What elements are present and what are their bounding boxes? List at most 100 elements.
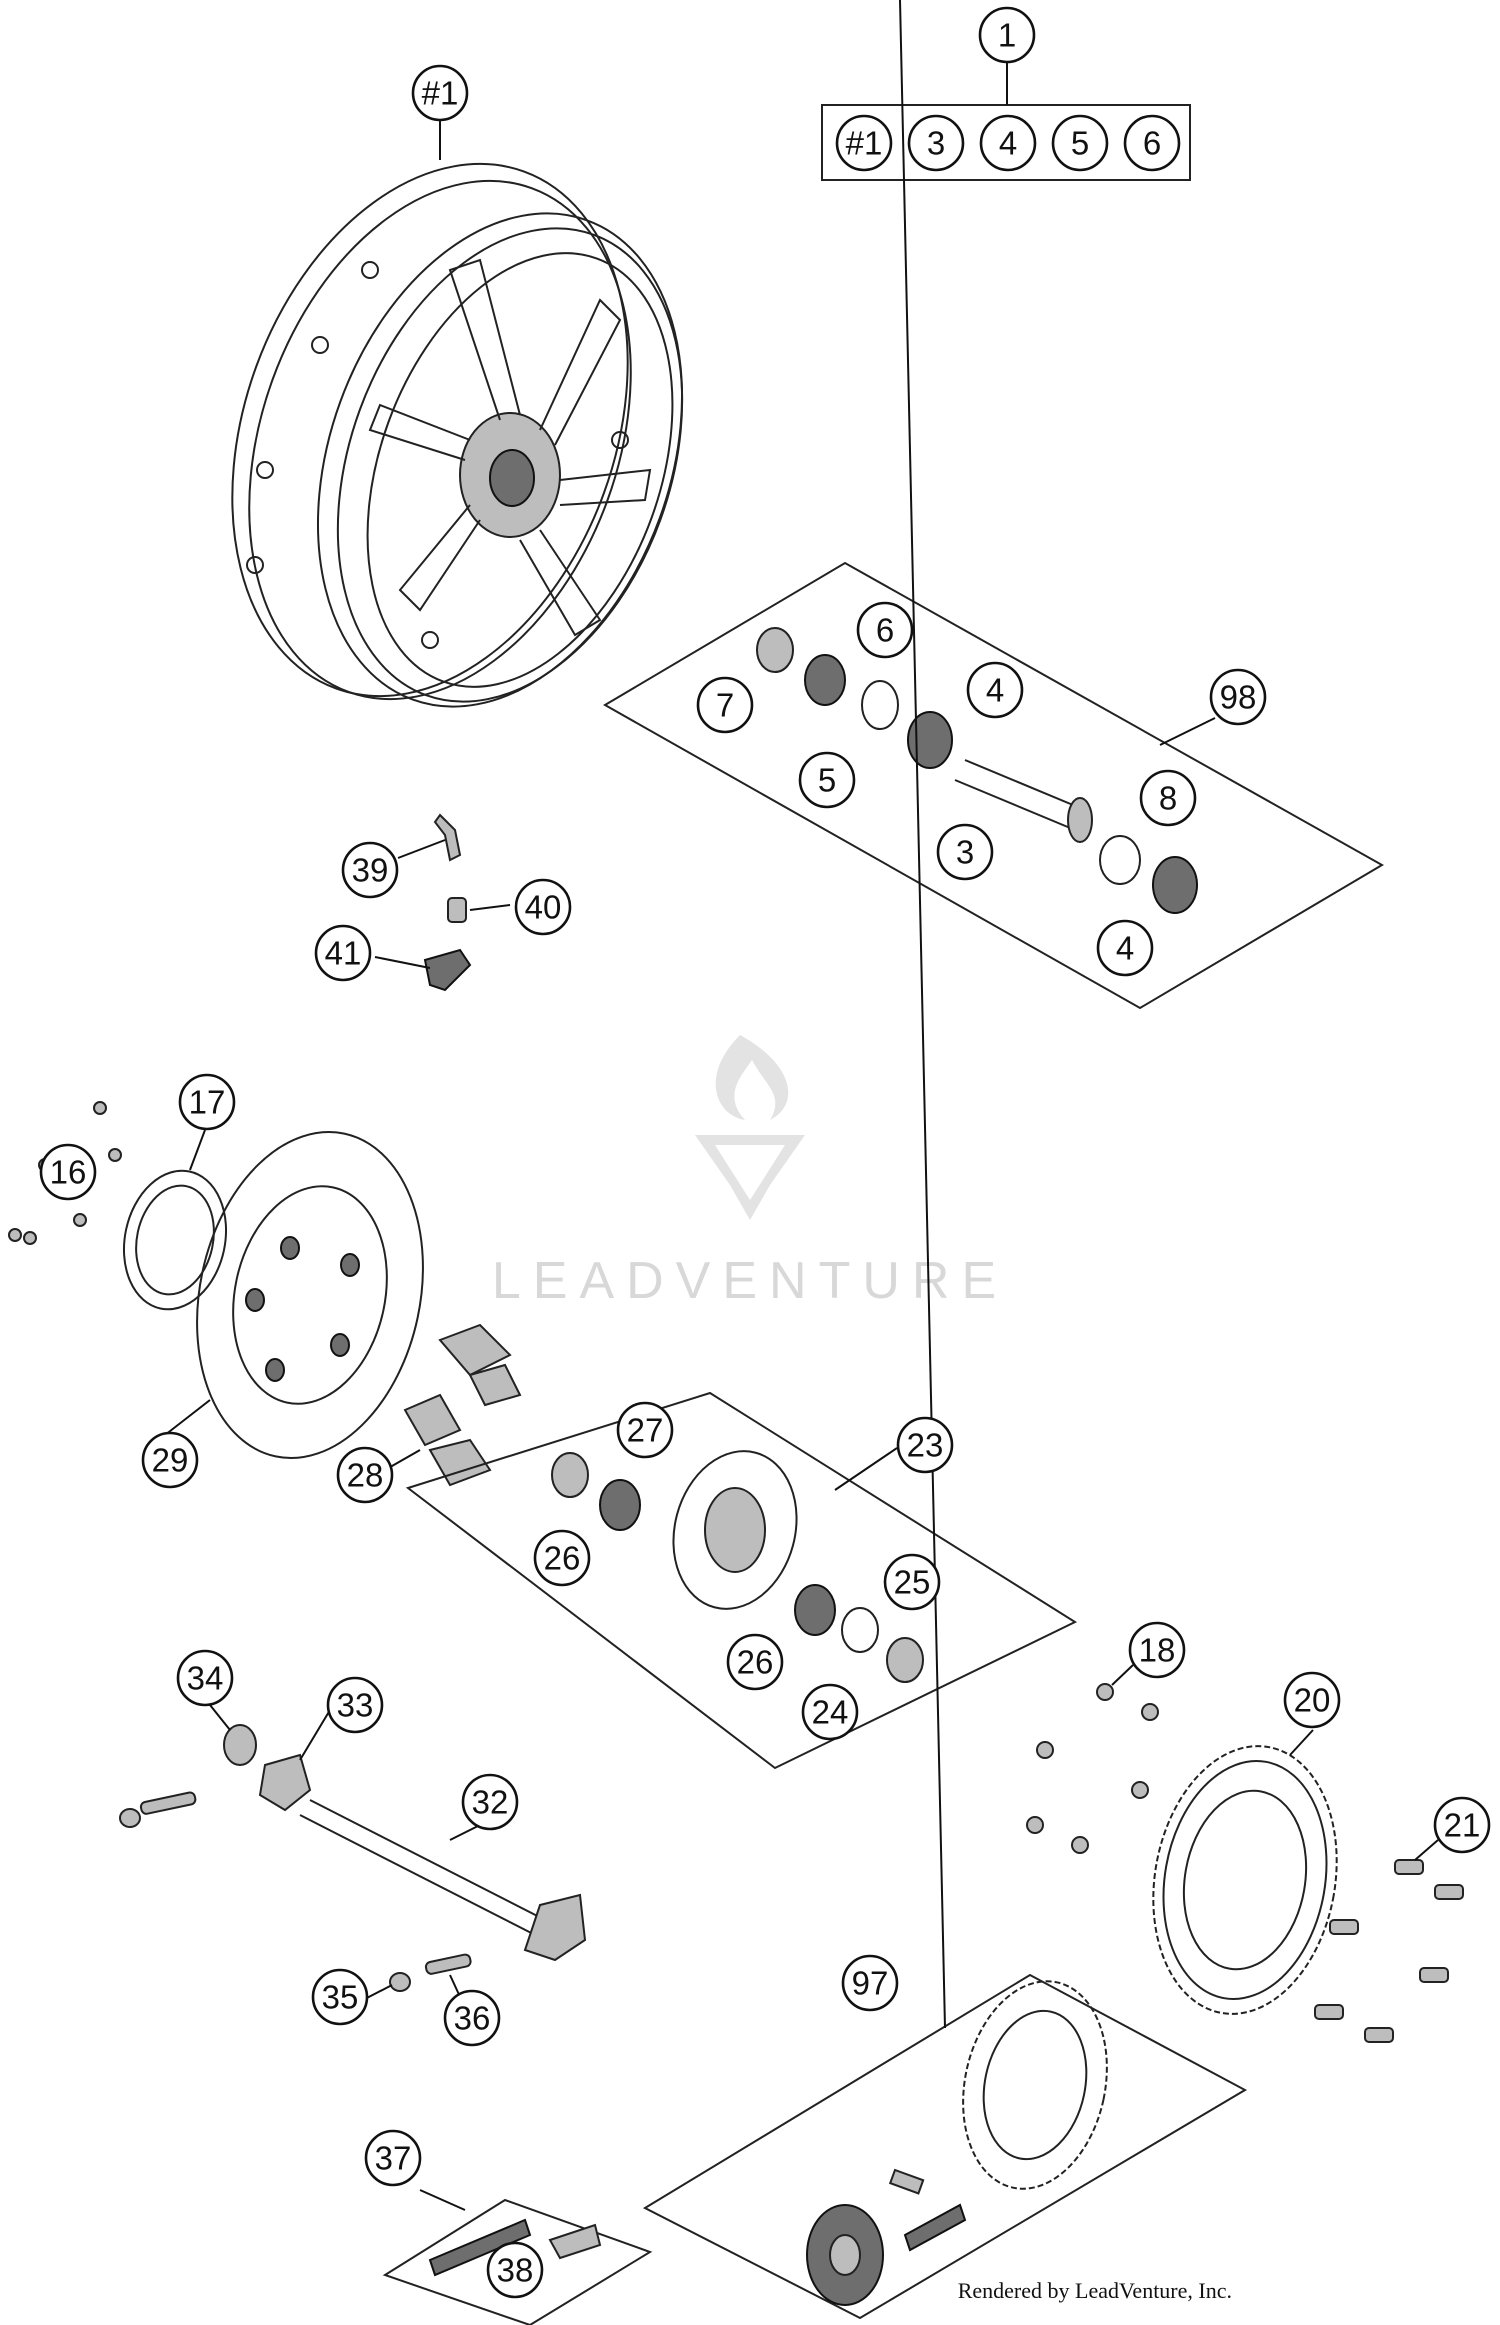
- callout-33-label: 33: [337, 1687, 374, 1724]
- callout-4b-label: 4: [1116, 930, 1134, 967]
- kit-frame-97: [642, 1973, 1248, 2320]
- callout-24-label: 24: [812, 1694, 849, 1731]
- callout-17-label: 17: [189, 1084, 226, 1121]
- callout-17[interactable]: 17: [178, 1073, 236, 1131]
- callout-25[interactable]: 25: [883, 1553, 941, 1611]
- callout-36[interactable]: 36: [443, 1989, 501, 2047]
- callout-38[interactable]: 38: [486, 2241, 544, 2299]
- callout-26a-label: 26: [544, 1540, 581, 1577]
- callout-20-label: 20: [1294, 1682, 1331, 1719]
- callout-26b-label: 26: [737, 1644, 774, 1681]
- callout-97[interactable]: 97: [841, 1954, 899, 2012]
- kit-callout-h1-label: #1: [846, 125, 883, 162]
- callout-8-label: 8: [1159, 780, 1177, 817]
- sprocket-bolts[interactable]: [1314, 1859, 1464, 2043]
- chain-kit-parts[interactable]: [806, 1968, 1125, 2306]
- callout-23[interactable]: 23: [896, 1416, 954, 1474]
- wheel-axle[interactable]: [299, 1799, 587, 1962]
- callout-7[interactable]: 7: [696, 676, 754, 734]
- callout-29[interactable]: 29: [141, 1431, 199, 1489]
- callout-18-label: 18: [1139, 1632, 1176, 1669]
- callout-6-label: 6: [876, 612, 894, 649]
- chain-link-parts[interactable]: [428, 2218, 602, 2277]
- callout-4b[interactable]: 4: [1096, 919, 1154, 977]
- callout-h1[interactable]: #1: [411, 64, 469, 122]
- callout-36-label: 36: [454, 2000, 491, 2037]
- kit-callout-5-label: 5: [1071, 125, 1089, 162]
- callout-20[interactable]: 20: [1283, 1671, 1341, 1729]
- credit-text: Rendered by LeadVenture, Inc.: [958, 2278, 1232, 2303]
- callout-37[interactable]: 37: [364, 2129, 422, 2187]
- callout-5[interactable]: 5: [798, 751, 856, 809]
- callout-27-label: 27: [627, 1412, 664, 1449]
- callout-29-label: 29: [152, 1442, 189, 1479]
- callout-39-label: 39: [352, 852, 389, 889]
- callout-98[interactable]: 98: [1209, 668, 1267, 726]
- callout-6[interactable]: 6: [856, 601, 914, 659]
- callout-24[interactable]: 24: [801, 1683, 859, 1741]
- callout-38-label: 38: [497, 2252, 534, 2289]
- callout-34[interactable]: 34: [176, 1649, 234, 1707]
- kit-callout-4-label: 4: [999, 125, 1017, 162]
- damper-rubbers[interactable]: [403, 1323, 522, 1487]
- callout-18[interactable]: 18: [1128, 1621, 1186, 1679]
- flame-logo-icon: [695, 1035, 805, 1220]
- callout-3-label: 3: [956, 834, 974, 871]
- kit-callout-5[interactable]: 5: [1051, 114, 1109, 172]
- callout-21[interactable]: 21: [1433, 1796, 1491, 1854]
- callout-27[interactable]: 27: [616, 1401, 674, 1459]
- watermark: LEADVENTURE: [492, 1035, 1008, 1310]
- callout-3[interactable]: 3: [936, 823, 994, 881]
- callout-25-label: 25: [894, 1564, 931, 1601]
- callout-32-label: 32: [472, 1784, 509, 1821]
- callout-23-label: 23: [907, 1427, 944, 1464]
- callout-26a[interactable]: 26: [533, 1529, 591, 1587]
- valve-and-sensor-parts[interactable]: [423, 813, 472, 992]
- callout-21-label: 21: [1444, 1807, 1481, 1844]
- callout-h1-label: #1: [422, 75, 459, 112]
- watermark-text: LEADVENTURE: [492, 1252, 1008, 1310]
- kit-callout-6-label: 6: [1143, 125, 1161, 162]
- kit-callout-4[interactable]: 4: [979, 114, 1037, 172]
- kit-frame-37: [382, 2198, 653, 2325]
- callout-28[interactable]: 28: [336, 1446, 394, 1504]
- callout-39[interactable]: 39: [341, 841, 399, 899]
- callout-8[interactable]: 8: [1139, 769, 1197, 827]
- kit-callout-3-label: 3: [927, 125, 945, 162]
- callout-37-label: 37: [375, 2140, 412, 2177]
- sprocket-carrier-hub[interactable]: [551, 1437, 924, 1683]
- callout-97-label: 97: [852, 1965, 889, 2002]
- callout-98-label: 98: [1220, 679, 1257, 716]
- callout-4a[interactable]: 4: [966, 661, 1024, 719]
- callout-5-label: 5: [818, 762, 836, 799]
- brake-disc[interactable]: [168, 1111, 452, 1480]
- abs-sensor-ring[interactable]: [112, 1161, 239, 1319]
- callout-26b[interactable]: 26: [726, 1633, 784, 1691]
- rear-sprocket[interactable]: [1133, 1731, 1357, 2028]
- callout-35-label: 35: [322, 1979, 359, 2016]
- callout-32[interactable]: 32: [461, 1773, 519, 1831]
- chain-adjuster[interactable]: [258, 1753, 312, 1812]
- callout-40-label: 40: [525, 889, 562, 926]
- callout-41[interactable]: 41: [314, 924, 372, 982]
- rear-wheel-rim[interactable]: [162, 108, 747, 757]
- callout-7-label: 7: [716, 687, 734, 724]
- sprocket-nuts[interactable]: [1026, 1683, 1159, 1854]
- kit-callout-h1[interactable]: #1: [835, 114, 893, 172]
- adjuster-bolt-left[interactable]: [119, 1791, 197, 1828]
- callout-41-label: 41: [325, 935, 362, 972]
- callout-16-label: 16: [50, 1154, 87, 1191]
- callout-33[interactable]: 33: [326, 1676, 384, 1734]
- callout-16[interactable]: 16: [39, 1143, 97, 1201]
- adjuster-bolt-right[interactable]: [389, 1953, 472, 1992]
- kit-callout-3[interactable]: 3: [907, 114, 965, 172]
- callout-40[interactable]: 40: [514, 878, 572, 936]
- kit-frame-23: [405, 1391, 1078, 1770]
- bearing-kit-parts[interactable]: [756, 627, 1198, 914]
- kit-callout-6[interactable]: 6: [1123, 114, 1181, 172]
- callout-1[interactable]: 1: [978, 6, 1036, 64]
- callout-35[interactable]: 35: [311, 1968, 369, 2026]
- axle-spacer[interactable]: [223, 1724, 257, 1766]
- callout-4a-label: 4: [986, 672, 1004, 709]
